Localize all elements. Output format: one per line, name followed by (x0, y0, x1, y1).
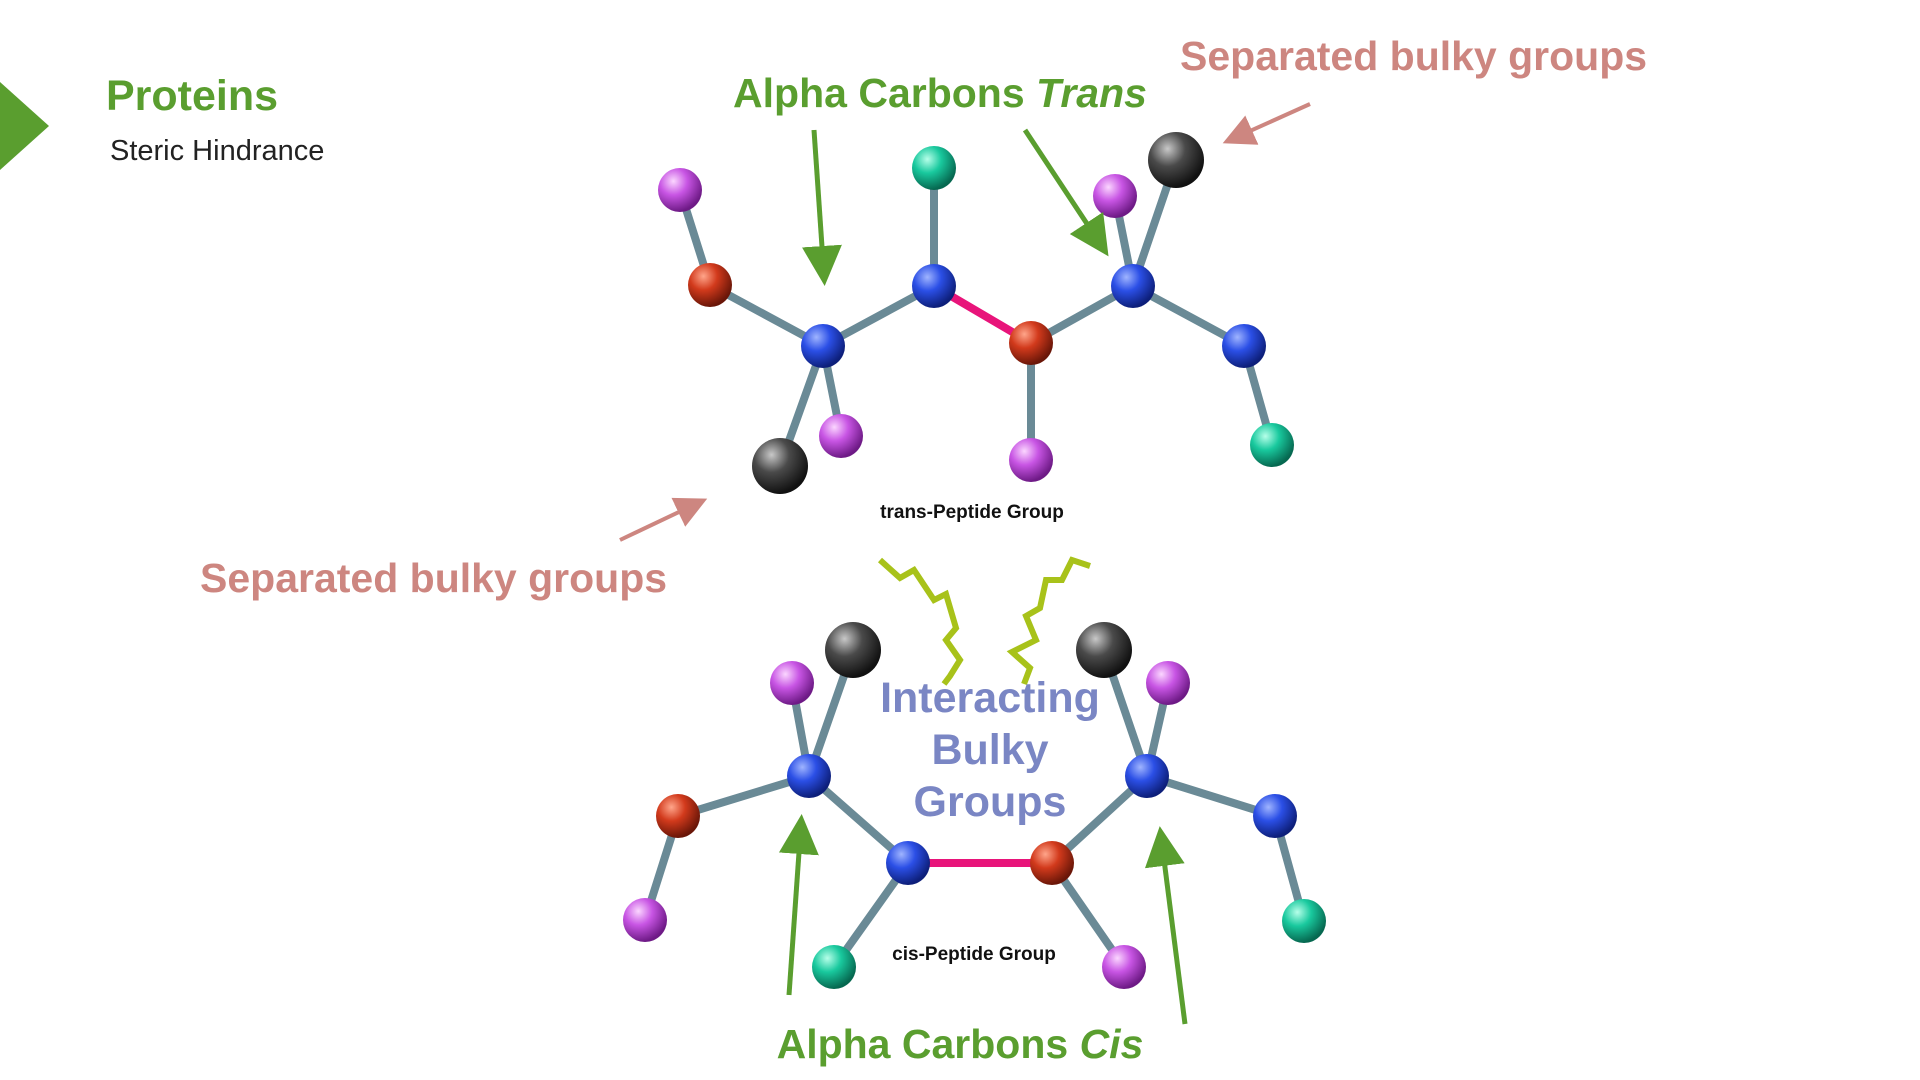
blue-atom (912, 264, 956, 308)
arrow-icon (1144, 826, 1188, 1025)
trans-molecule (658, 132, 1294, 494)
alpha-cis-italic: Cis (1080, 1021, 1144, 1067)
clash-lightning-icon (1006, 556, 1091, 686)
purple-atom (1146, 661, 1190, 705)
purple-atom (658, 168, 702, 212)
teal-atom (1282, 899, 1326, 943)
alpha-carbons-cis-label: Alpha Carbons Cis (777, 1021, 1144, 1067)
alpha-trans-prefix: Alpha Carbons (733, 70, 1036, 116)
bond (1143, 772, 1279, 820)
alpha-carbons-trans-label: Alpha Carbons Trans (733, 70, 1147, 116)
separated-bulky-groups-left-label: Separated bulky groups (200, 555, 667, 601)
purple-atom (1009, 438, 1053, 482)
arrow-icon (801, 129, 842, 286)
slide-subtitle: Steric Hindrance (110, 135, 324, 167)
purple-atom (623, 898, 667, 942)
red-atom (1030, 841, 1074, 885)
purple-atom (770, 661, 814, 705)
purple-atom (1102, 945, 1146, 989)
blue-alpha-carbon (1125, 754, 1169, 798)
purple-atom (1093, 174, 1137, 218)
blue-alpha-carbon (1111, 264, 1155, 308)
gray-bulky-atom (752, 438, 808, 494)
purple-atom (819, 414, 863, 458)
arrow-icon (1022, 128, 1109, 257)
slide-marker-triangle (0, 82, 49, 170)
blue-atom (886, 841, 930, 885)
red-atom (688, 263, 732, 307)
interacting-line: Groups (914, 778, 1067, 826)
arrow-icon (778, 814, 819, 996)
gray-bulky-atom (1076, 622, 1132, 678)
interacting-line: Interacting (880, 674, 1100, 722)
bond (674, 772, 813, 820)
interacting-line: Bulky (931, 726, 1048, 774)
cis-molecule (623, 622, 1326, 989)
blue-alpha-carbon (801, 324, 845, 368)
teal-atom (912, 146, 956, 190)
teal-atom (1250, 423, 1294, 467)
interacting-bulky-groups-label: Interacting Bulky Groups (880, 674, 1100, 826)
separated-bulky-groups-top-label: Separated bulky groups (1180, 33, 1647, 79)
slide-title: Proteins (106, 72, 278, 120)
trans-peptide-group-label: trans-Peptide Group (880, 502, 1064, 523)
alpha-cis-prefix: Alpha Carbons (777, 1021, 1080, 1067)
blue-atom (1222, 324, 1266, 368)
gray-bulky-atom (825, 622, 881, 678)
red-atom (1009, 321, 1053, 365)
blue-atom (1253, 794, 1297, 838)
red-atom (656, 794, 700, 838)
teal-atom (812, 945, 856, 989)
clash-lightning-icon (877, 557, 964, 686)
blue-alpha-carbon (787, 754, 831, 798)
gray-bulky-atom (1148, 132, 1204, 188)
arrow-icon (619, 497, 708, 542)
alpha-trans-italic: Trans (1036, 70, 1147, 116)
arrow-icon (1222, 102, 1311, 145)
cis-peptide-group-label: cis-Peptide Group (892, 944, 1056, 965)
